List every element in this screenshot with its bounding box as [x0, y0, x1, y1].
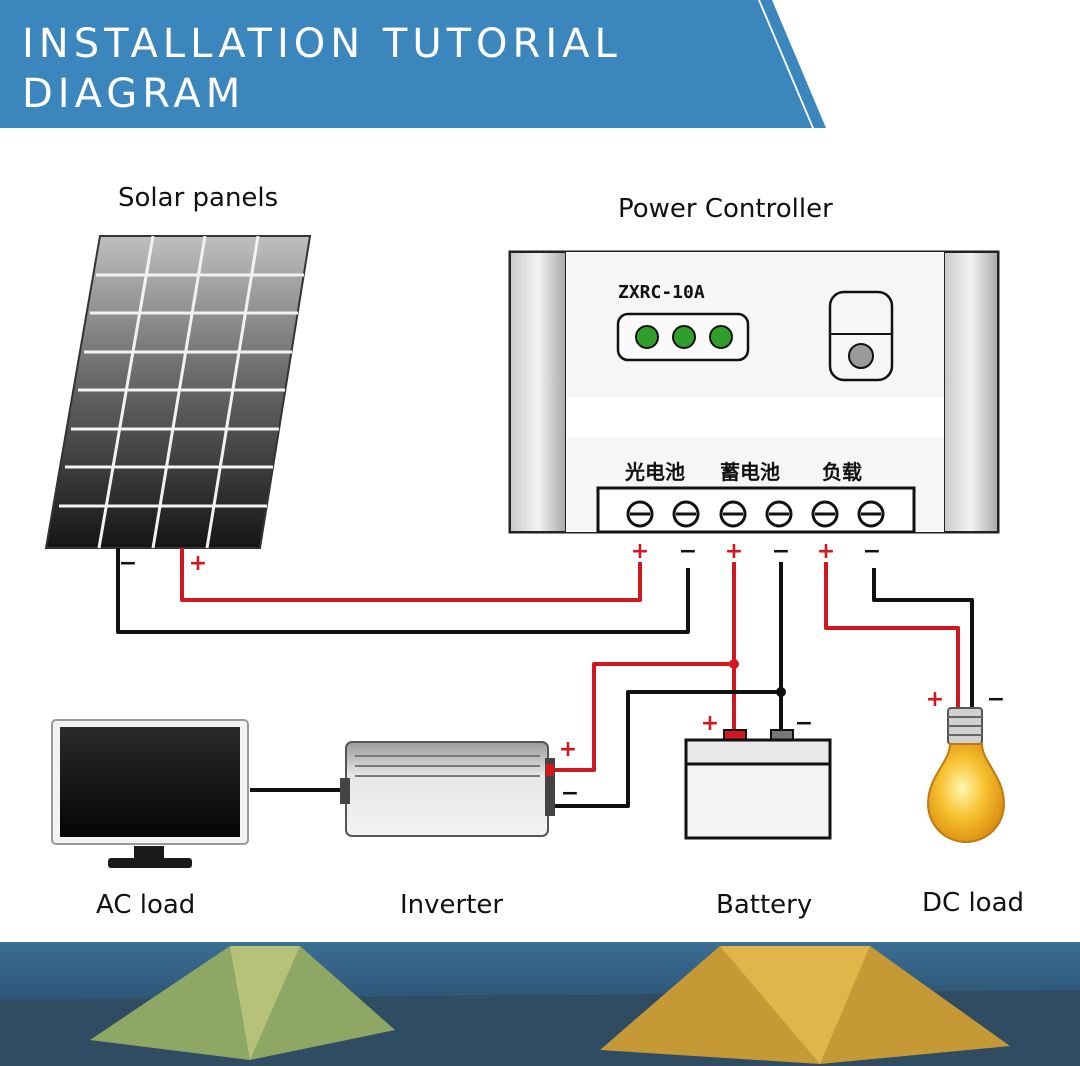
terminal-load-minus-mark: − [863, 539, 881, 564]
led-indicator-2 [672, 325, 696, 349]
terminal-group-battery-label: 蓄电池 [720, 460, 780, 484]
load-negative-wire [872, 568, 974, 708]
inverter-icon [340, 741, 555, 837]
solar-panel-icon [44, 235, 312, 549]
dc-load-label: DC load [922, 888, 1025, 918]
solar-positive-wire [180, 548, 642, 602]
header-title-line1: INSTALLATION TUTORIAL [22, 21, 622, 67]
light-bulb-icon [926, 707, 1006, 843]
wiring [116, 548, 974, 808]
solar-panels-label: Solar panels [118, 183, 279, 213]
controller-model-label: ZXRC-10A [618, 282, 705, 303]
battery-icon [684, 729, 832, 840]
solar-minus-mark: − [119, 551, 137, 576]
load-positive-wire [824, 562, 960, 708]
battery-minus-mark: − [795, 711, 813, 736]
battery-plus-mark: + [701, 711, 719, 736]
controller-button [828, 290, 894, 382]
terminal-group-pv-label: 光电池 [625, 460, 685, 484]
solar-negative-wire [116, 548, 690, 634]
ac-load-label: AC load [96, 890, 196, 920]
monitor-icon [51, 719, 249, 868]
battery-label: Battery [716, 890, 813, 920]
power-controller-icon [508, 250, 1000, 534]
header-title-line2: DIAGRAM [22, 71, 246, 117]
inverter-plus-mark: + [559, 737, 577, 762]
inverter-minus-mark: − [561, 781, 579, 806]
led-indicator-1 [635, 325, 659, 349]
dc-load-plus-mark: + [926, 687, 944, 712]
inverter-label: Inverter [400, 890, 504, 920]
terminal-load-plus-mark: + [817, 539, 835, 564]
inverter-negative-wire [550, 690, 781, 808]
terminal-battery-minus-mark: − [772, 539, 790, 564]
dc-load-minus-mark: − [987, 687, 1005, 712]
solar-plus-mark: + [189, 551, 207, 576]
led-indicator-3 [709, 325, 733, 349]
inverter-positive-wire [550, 662, 734, 772]
camping-tents-photo [0, 942, 1080, 1066]
terminal-pv-plus-mark: + [631, 539, 649, 564]
power-controller-label: Power Controller [618, 194, 833, 224]
terminal-pv-minus-mark: − [679, 539, 697, 564]
header-band [0, 0, 826, 128]
terminal-group-load-label: 负载 [822, 460, 862, 484]
terminal-battery-plus-mark: + [725, 539, 743, 564]
